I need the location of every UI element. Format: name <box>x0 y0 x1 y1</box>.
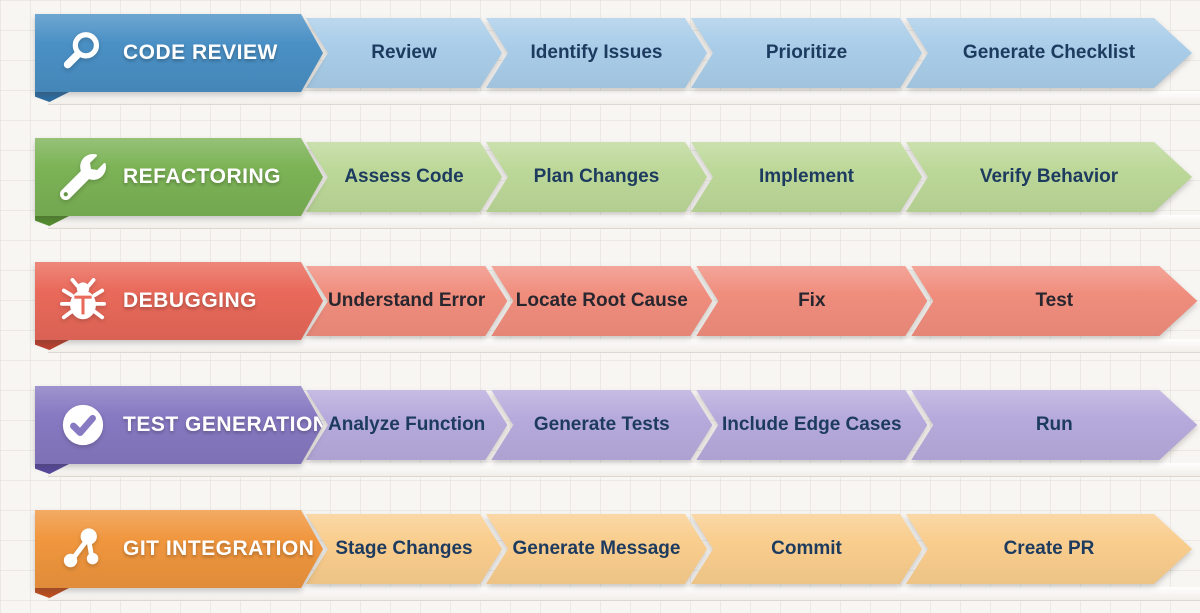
workflow-step: Implement <box>691 142 922 212</box>
magnifier-icon <box>59 29 107 77</box>
workflow-title: REFACTORING <box>123 165 281 188</box>
workflow-header: DEBUGGING <box>35 262 323 340</box>
workflow-step: Include Edge Cases <box>696 390 927 460</box>
workflow-step: Create PR <box>906 514 1192 584</box>
wrench-icon <box>59 153 107 201</box>
workflow-title: TEST GENERATION <box>123 413 329 436</box>
row-divider <box>48 91 1200 105</box>
workflow-header-ribbon: GIT INTEGRATION <box>35 510 323 588</box>
workflow-step: Analyze Function <box>306 390 507 460</box>
row-divider <box>48 339 1200 353</box>
bug-icon <box>59 277 107 325</box>
workflow-step: Stage Changes <box>306 514 502 584</box>
workflow-step: Review <box>306 18 502 88</box>
workflow-step: Generate Checklist <box>906 18 1192 88</box>
workflow-step: Locate Root Cause <box>491 266 712 336</box>
workflow-step: Commit <box>691 514 922 584</box>
workflow-title: CODE REVIEW <box>123 41 278 64</box>
row-divider <box>48 463 1200 477</box>
workflow-title: DEBUGGING <box>123 289 258 312</box>
workflow-title: GIT INTEGRATION <box>123 537 315 560</box>
row-divider <box>48 215 1200 229</box>
workflow-header: REFACTORING <box>35 138 323 216</box>
workflow-step: Prioritize <box>691 18 922 88</box>
workflow-step: Fix <box>696 266 927 336</box>
workflow-header-ribbon: TEST GENERATION <box>35 386 323 464</box>
workflow-step: Test <box>911 266 1197 336</box>
workflow-step: Generate Message <box>486 514 707 584</box>
workflow-step: Understand Error <box>306 266 507 336</box>
workflow-header-ribbon: REFACTORING <box>35 138 323 216</box>
row-divider <box>48 587 1200 601</box>
check-circle-icon <box>59 401 107 449</box>
workflow-step: Generate Tests <box>491 390 712 460</box>
workflow-step: Assess Code <box>306 142 502 212</box>
workflow-header: GIT INTEGRATION <box>35 510 323 588</box>
workflow-header-ribbon: DEBUGGING <box>35 262 323 340</box>
workflow-step: Plan Changes <box>486 142 707 212</box>
workflow-header: TEST GENERATION <box>35 386 323 464</box>
workflow-header-ribbon: CODE REVIEW <box>35 14 323 92</box>
workflow-step: Run <box>911 390 1197 460</box>
workflow-step: Identify Issues <box>486 18 707 88</box>
git-branch-icon <box>59 525 107 573</box>
workflow-header: CODE REVIEW <box>35 14 323 92</box>
workflow-step: Verify Behavior <box>906 142 1192 212</box>
